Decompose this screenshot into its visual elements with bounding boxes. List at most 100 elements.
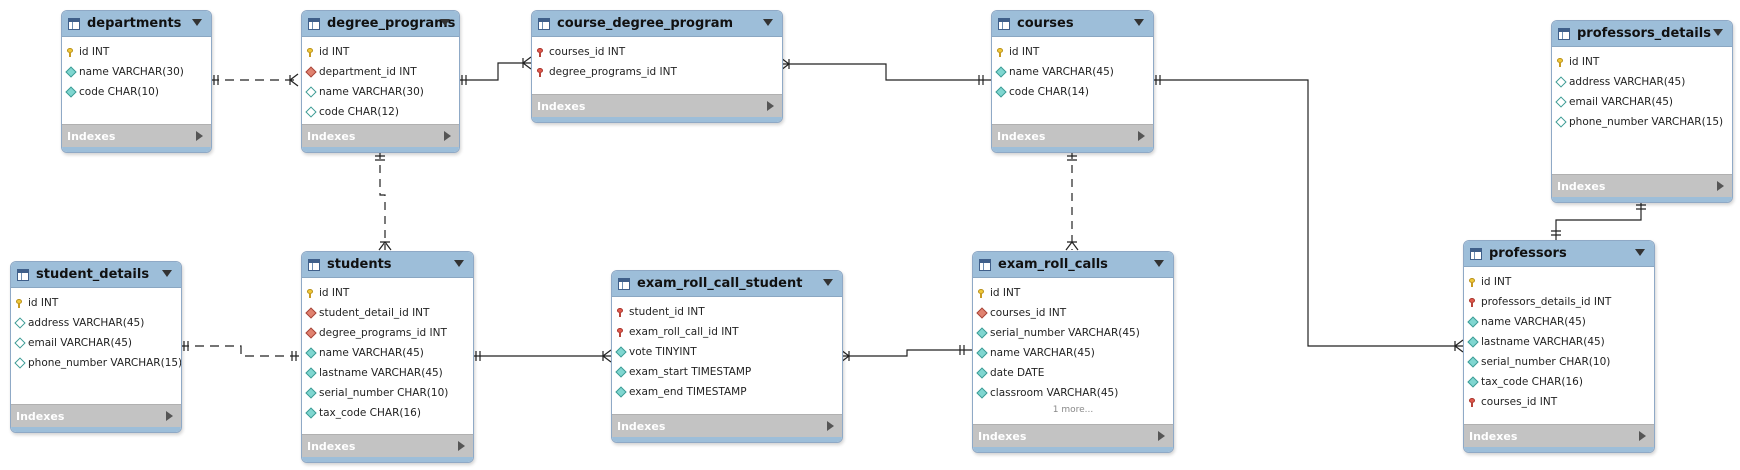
table-footer — [1552, 197, 1732, 202]
column-row[interactable]: name VARCHAR(30) — [302, 82, 459, 102]
table-footer — [612, 437, 842, 442]
table-header[interactable]: departments — [62, 11, 211, 37]
expand-caret-icon[interactable] — [166, 411, 173, 421]
column-row[interactable]: name VARCHAR(45) — [1464, 312, 1654, 332]
indexes-section[interactable]: Indexes — [612, 414, 842, 437]
table-students[interactable]: students id INT student_detail_id INT de… — [301, 251, 474, 463]
column-row[interactable]: email VARCHAR(45) — [1552, 92, 1732, 112]
indexes-section[interactable]: Indexes — [302, 434, 473, 457]
column-row[interactable]: name VARCHAR(45) — [302, 343, 473, 363]
collapse-caret-icon[interactable] — [440, 19, 450, 26]
collapse-caret-icon[interactable] — [1635, 249, 1645, 256]
column-row[interactable]: tax_code CHAR(16) — [1464, 372, 1654, 392]
collapse-caret-icon[interactable] — [1134, 19, 1144, 26]
table-courses[interactable]: courses id INT name VARCHAR(45) code CHA… — [991, 10, 1154, 153]
column-row[interactable]: id INT — [1464, 272, 1654, 292]
collapse-caret-icon[interactable] — [192, 19, 202, 26]
indexes-section[interactable]: Indexes — [973, 424, 1173, 447]
more-columns-link[interactable]: 1 more... — [1052, 405, 1094, 415]
table-header[interactable]: professors — [1464, 241, 1654, 267]
column-row[interactable]: code CHAR(10) — [62, 82, 211, 102]
table-professors-details[interactable]: professors_details id INT address VARCHA… — [1551, 20, 1733, 203]
collapse-caret-icon[interactable] — [1713, 29, 1723, 36]
table-degree-programs[interactable]: degree_programs id INT department_id INT… — [301, 10, 460, 153]
column-row[interactable]: id INT — [1552, 52, 1732, 72]
column-row[interactable]: tax_code CHAR(16) — [302, 403, 473, 423]
expand-caret-icon[interactable] — [1639, 431, 1646, 441]
column-row[interactable]: vote TINYINT — [612, 342, 842, 362]
table-header[interactable]: courses — [992, 11, 1153, 37]
table-exam-roll-calls[interactable]: exam_roll_calls id INT courses_id INT se… — [972, 251, 1174, 453]
indexes-section[interactable]: Indexes — [302, 124, 459, 147]
indexes-section[interactable]: Indexes — [1464, 424, 1654, 447]
column-row[interactable]: date DATE — [973, 363, 1173, 383]
column-row[interactable]: lastname VARCHAR(45) — [1464, 332, 1654, 352]
column-row[interactable]: id INT — [11, 293, 181, 313]
table-header[interactable]: students — [302, 252, 473, 278]
indexes-section[interactable]: Indexes — [62, 124, 211, 147]
table-header[interactable]: course_degree_program — [532, 11, 782, 37]
table-exam-roll-call-student[interactable]: exam_roll_call_student student_id INT ex… — [611, 270, 843, 443]
column-row[interactable]: serial_number CHAR(10) — [1464, 352, 1654, 372]
column-row[interactable]: lastname VARCHAR(45) — [302, 363, 473, 383]
table-header[interactable]: exam_roll_call_student — [612, 271, 842, 297]
column-row[interactable]: id INT — [973, 283, 1173, 303]
column-row[interactable]: id INT — [302, 42, 459, 62]
column-row[interactable]: code CHAR(14) — [992, 82, 1153, 102]
column-row[interactable]: address VARCHAR(45) — [11, 313, 181, 333]
column-row[interactable]: phone_number VARCHAR(15) — [1552, 112, 1732, 132]
collapse-caret-icon[interactable] — [763, 19, 773, 26]
column-row[interactable]: courses_id INT — [532, 42, 782, 62]
expand-caret-icon[interactable] — [1717, 181, 1724, 191]
expand-caret-icon[interactable] — [827, 421, 834, 431]
collapse-caret-icon[interactable] — [823, 279, 833, 286]
table-header[interactable]: exam_roll_calls — [973, 252, 1173, 278]
column-row[interactable]: department_id INT — [302, 62, 459, 82]
column-row[interactable]: name VARCHAR(30) — [62, 62, 211, 82]
collapse-caret-icon[interactable] — [162, 270, 172, 277]
column-row[interactable]: professors_details_id INT — [1464, 292, 1654, 312]
expand-caret-icon[interactable] — [444, 131, 451, 141]
expand-caret-icon[interactable] — [196, 131, 203, 141]
indexes-section[interactable]: Indexes — [1552, 174, 1732, 197]
indexes-section[interactable]: Indexes — [11, 404, 181, 427]
column-row[interactable]: address VARCHAR(45) — [1552, 72, 1732, 92]
column-row[interactable]: id INT — [62, 42, 211, 62]
column-row[interactable]: student_id INT — [612, 302, 842, 322]
table-departments[interactable]: departments id INT name VARCHAR(30) code… — [61, 10, 212, 153]
expand-caret-icon[interactable] — [767, 101, 774, 111]
column-row[interactable]: code CHAR(12) — [302, 102, 459, 122]
table-course-degree-program[interactable]: course_degree_program courses_id INT deg… — [531, 10, 783, 123]
table-professors[interactable]: professors id INT professors_details_id … — [1463, 240, 1655, 453]
expand-caret-icon[interactable] — [458, 441, 465, 451]
expand-caret-icon[interactable] — [1138, 131, 1145, 141]
column-row[interactable]: courses_id INT — [973, 303, 1173, 323]
indexes-section[interactable]: Indexes — [992, 124, 1153, 147]
column-row[interactable]: serial_number CHAR(10) — [302, 383, 473, 403]
indexes-section[interactable]: Indexes — [532, 94, 782, 117]
column-row[interactable]: exam_start TIMESTAMP — [612, 362, 842, 382]
column-row[interactable]: student_detail_id INT — [302, 303, 473, 323]
column-row[interactable]: degree_programs_id INT — [302, 323, 473, 343]
column-row[interactable]: id INT — [992, 42, 1153, 62]
table-header[interactable]: degree_programs — [302, 11, 459, 37]
collapse-caret-icon[interactable] — [1154, 260, 1164, 267]
column-row[interactable]: phone_number VARCHAR(15) — [11, 353, 181, 373]
column-row[interactable]: classroom VARCHAR(45) — [973, 383, 1173, 403]
column-row[interactable]: name VARCHAR(45) — [973, 343, 1173, 363]
column-row[interactable]: courses_id INT — [1464, 392, 1654, 412]
column-row[interactable]: exam_roll_call_id INT — [612, 322, 842, 342]
column-row[interactable]: email VARCHAR(45) — [11, 333, 181, 353]
table-header[interactable]: professors_details — [1552, 21, 1732, 47]
table-student-details[interactable]: student_details id INT address VARCHAR(4… — [10, 261, 182, 433]
column-label: serial_number CHAR(10) — [319, 387, 449, 399]
column-row[interactable]: serial_number VARCHAR(45) — [973, 323, 1173, 343]
table-header[interactable]: student_details — [11, 262, 181, 288]
collapse-caret-icon[interactable] — [454, 260, 464, 267]
column-row[interactable]: id INT — [302, 283, 473, 303]
column-row[interactable]: degree_programs_id INT — [532, 62, 782, 82]
column-row[interactable]: name VARCHAR(45) — [992, 62, 1153, 82]
expand-caret-icon[interactable] — [1158, 431, 1165, 441]
column-label: department_id INT — [319, 66, 417, 78]
column-row[interactable]: exam_end TIMESTAMP — [612, 382, 842, 402]
